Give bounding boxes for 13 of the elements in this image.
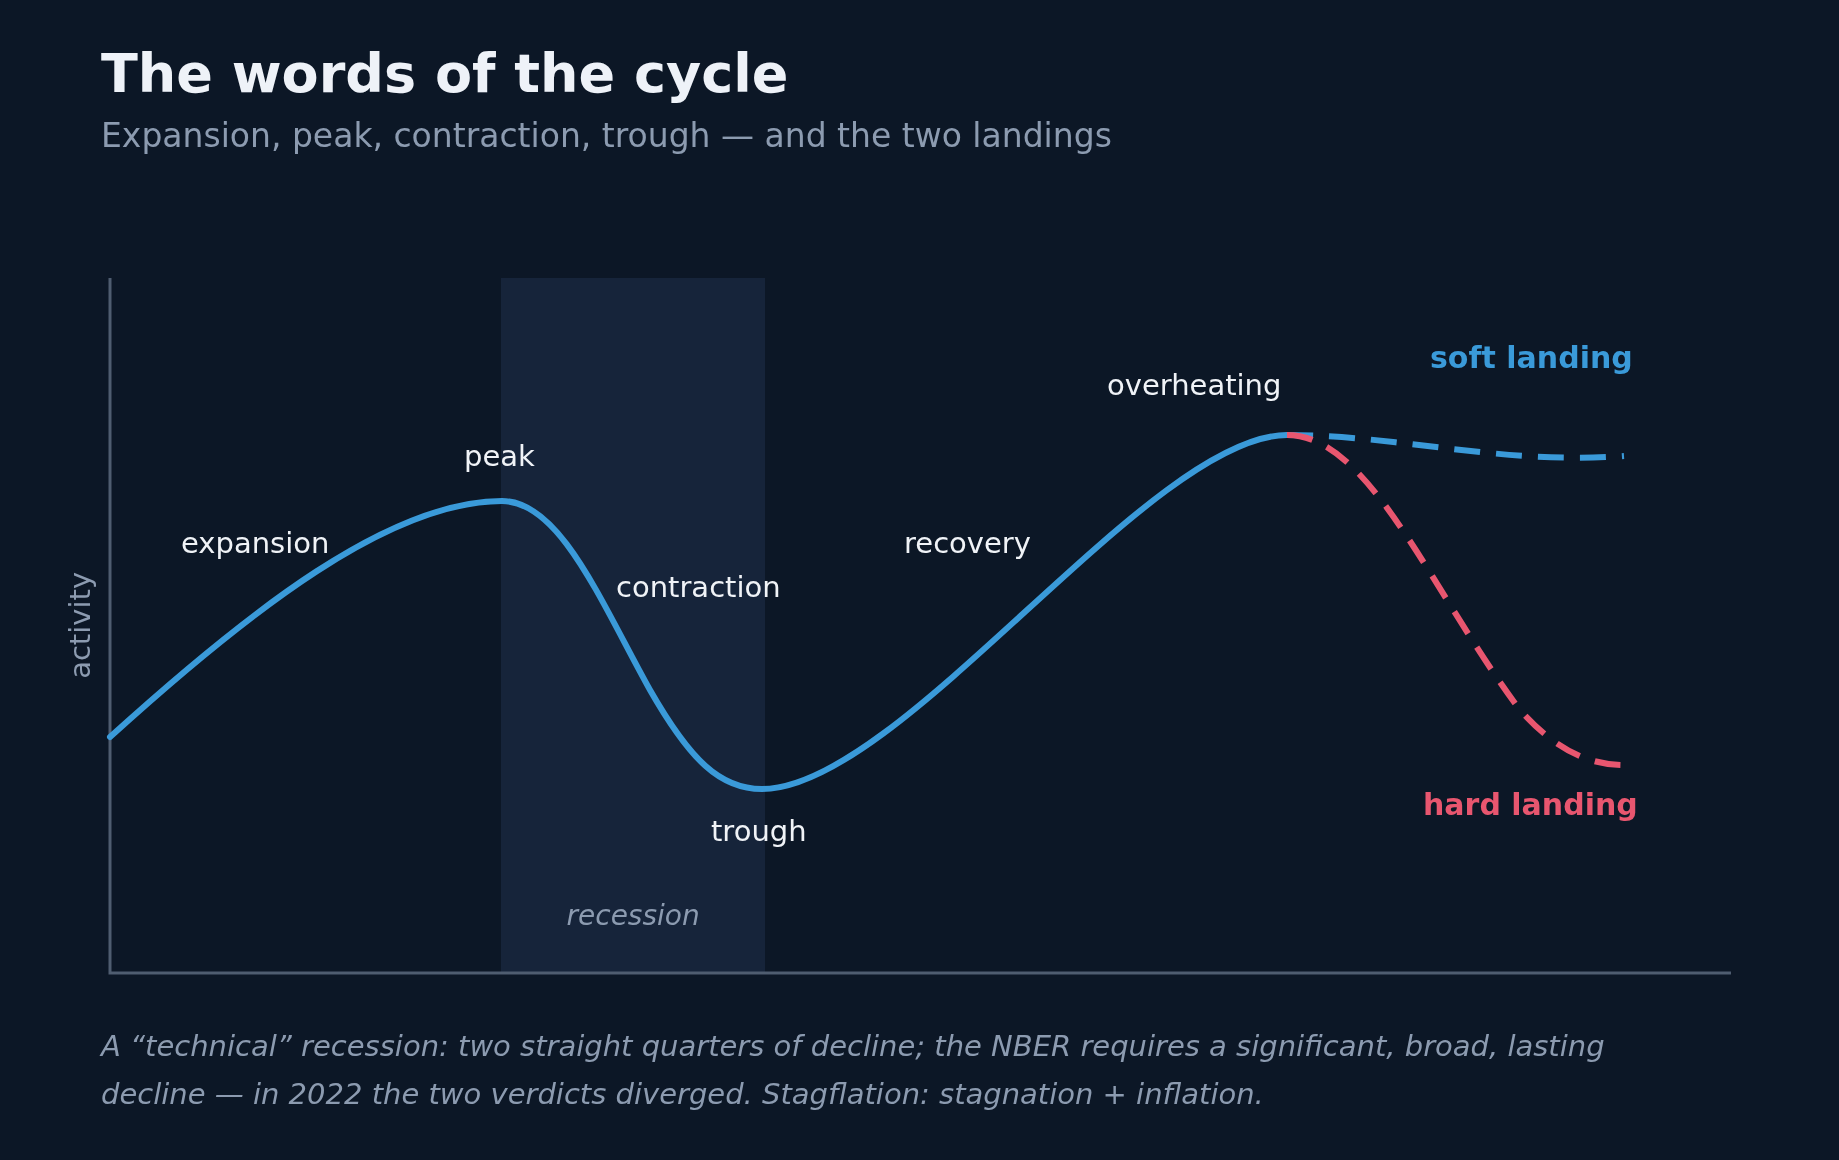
curve-label: recovery — [904, 526, 1031, 561]
curve-label: overheating — [1107, 368, 1282, 403]
subtitle: Expansion, peak, contraction, trough — and the two landings — [101, 116, 1112, 156]
curve-label: hard landing — [1423, 787, 1638, 823]
curve-label: soft landing — [1430, 340, 1633, 376]
axis-label: activity — [62, 571, 98, 679]
curve-label: expansion — [181, 526, 330, 561]
curve-label: contraction — [616, 570, 781, 605]
caption: A “technical” recession: two straight quarters of decline; the NBER requires a significant, broad, lasting decline — in 2022 the two verdicts diverged. Stagflation: stagnation + inflation. — [101, 1028, 1606, 1113]
curve-label: peak — [464, 439, 535, 474]
title: The words of the cycle — [101, 42, 789, 107]
curve-label: trough — [711, 814, 807, 849]
band-label: recession — [566, 899, 700, 933]
